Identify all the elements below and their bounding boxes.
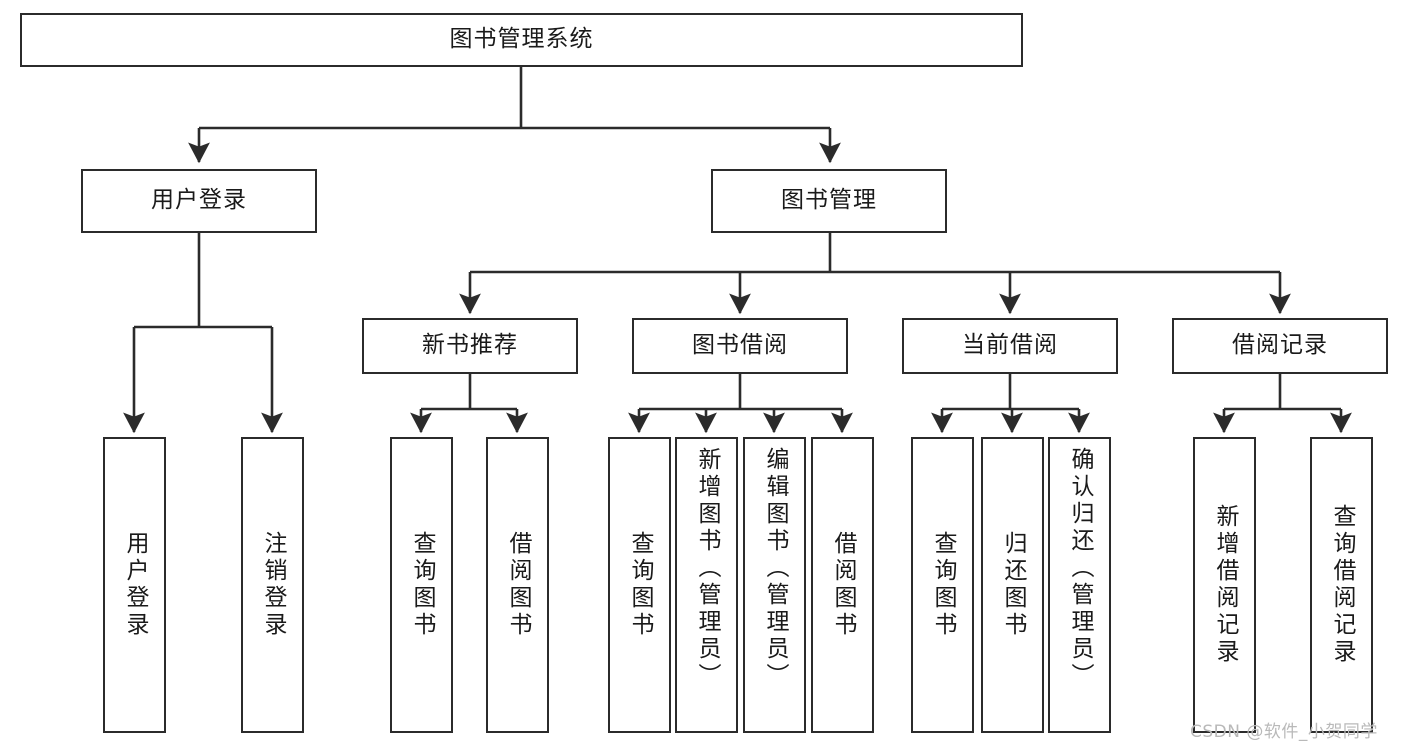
node-label: 当前借阅 <box>962 332 1058 359</box>
leaf-logout[interactable]: 注销登录 <box>241 437 304 733</box>
node-label: 借阅图书 <box>505 531 531 639</box>
leaf-return-book[interactable]: 归还图书 <box>981 437 1044 733</box>
node-label: 借阅图书 <box>830 531 856 639</box>
node-new-book-recommend[interactable]: 新书推荐 <box>362 318 578 374</box>
node-book-management[interactable]: 图书管理 <box>711 169 947 233</box>
node-current-borrow[interactable]: 当前借阅 <box>902 318 1118 374</box>
node-label: 图书管理 <box>781 187 877 214</box>
node-borrow-record[interactable]: 借阅记录 <box>1172 318 1388 374</box>
node-label: 图书管理系统 <box>449 26 594 53</box>
leaf-borrow-book[interactable]: 借阅图书 <box>811 437 874 733</box>
node-label: 用户登录 <box>151 187 247 214</box>
leaf-query-borrow-record[interactable]: 查询借阅记录 <box>1310 437 1373 733</box>
node-label: 新增借阅记录 <box>1212 504 1238 666</box>
node-label: 新书推荐 <box>422 332 518 359</box>
leaf-borrow-book-recommend[interactable]: 借阅图书 <box>486 437 549 733</box>
leaf-edit-book-admin[interactable]: 编辑图书（管理员） <box>743 437 806 733</box>
leaf-query-book-recommend[interactable]: 查询图书 <box>390 437 453 733</box>
node-label: 注销登录 <box>260 531 286 639</box>
node-label: 借阅记录 <box>1232 332 1328 359</box>
leaf-query-book-borrow[interactable]: 查询图书 <box>608 437 671 733</box>
node-label: 查询图书 <box>930 531 956 639</box>
node-label: 编辑图书（管理员） <box>762 447 788 690</box>
node-label: 确认归还（管理员） <box>1067 447 1093 690</box>
leaf-add-book-admin[interactable]: 新增图书（管理员） <box>675 437 738 733</box>
leaf-confirm-return-admin[interactable]: 确认归还（管理员） <box>1048 437 1111 733</box>
node-label: 用户登录 <box>122 531 148 639</box>
node-label: 查询图书 <box>627 531 653 639</box>
node-label: 查询借阅记录 <box>1329 504 1355 666</box>
node-label: 新增图书（管理员） <box>694 447 720 690</box>
node-user-login[interactable]: 用户登录 <box>81 169 317 233</box>
node-label: 图书借阅 <box>692 332 788 359</box>
watermark-text: CSDN @软件_小贺同学 <box>1190 722 1378 742</box>
leaf-user-login[interactable]: 用户登录 <box>103 437 166 733</box>
leaf-query-book-current[interactable]: 查询图书 <box>911 437 974 733</box>
node-root-system[interactable]: 图书管理系统 <box>20 13 1023 67</box>
node-label: 归还图书 <box>1000 531 1026 639</box>
node-book-borrow[interactable]: 图书借阅 <box>632 318 848 374</box>
leaf-add-borrow-record[interactable]: 新增借阅记录 <box>1193 437 1256 733</box>
node-label: 查询图书 <box>409 531 435 639</box>
